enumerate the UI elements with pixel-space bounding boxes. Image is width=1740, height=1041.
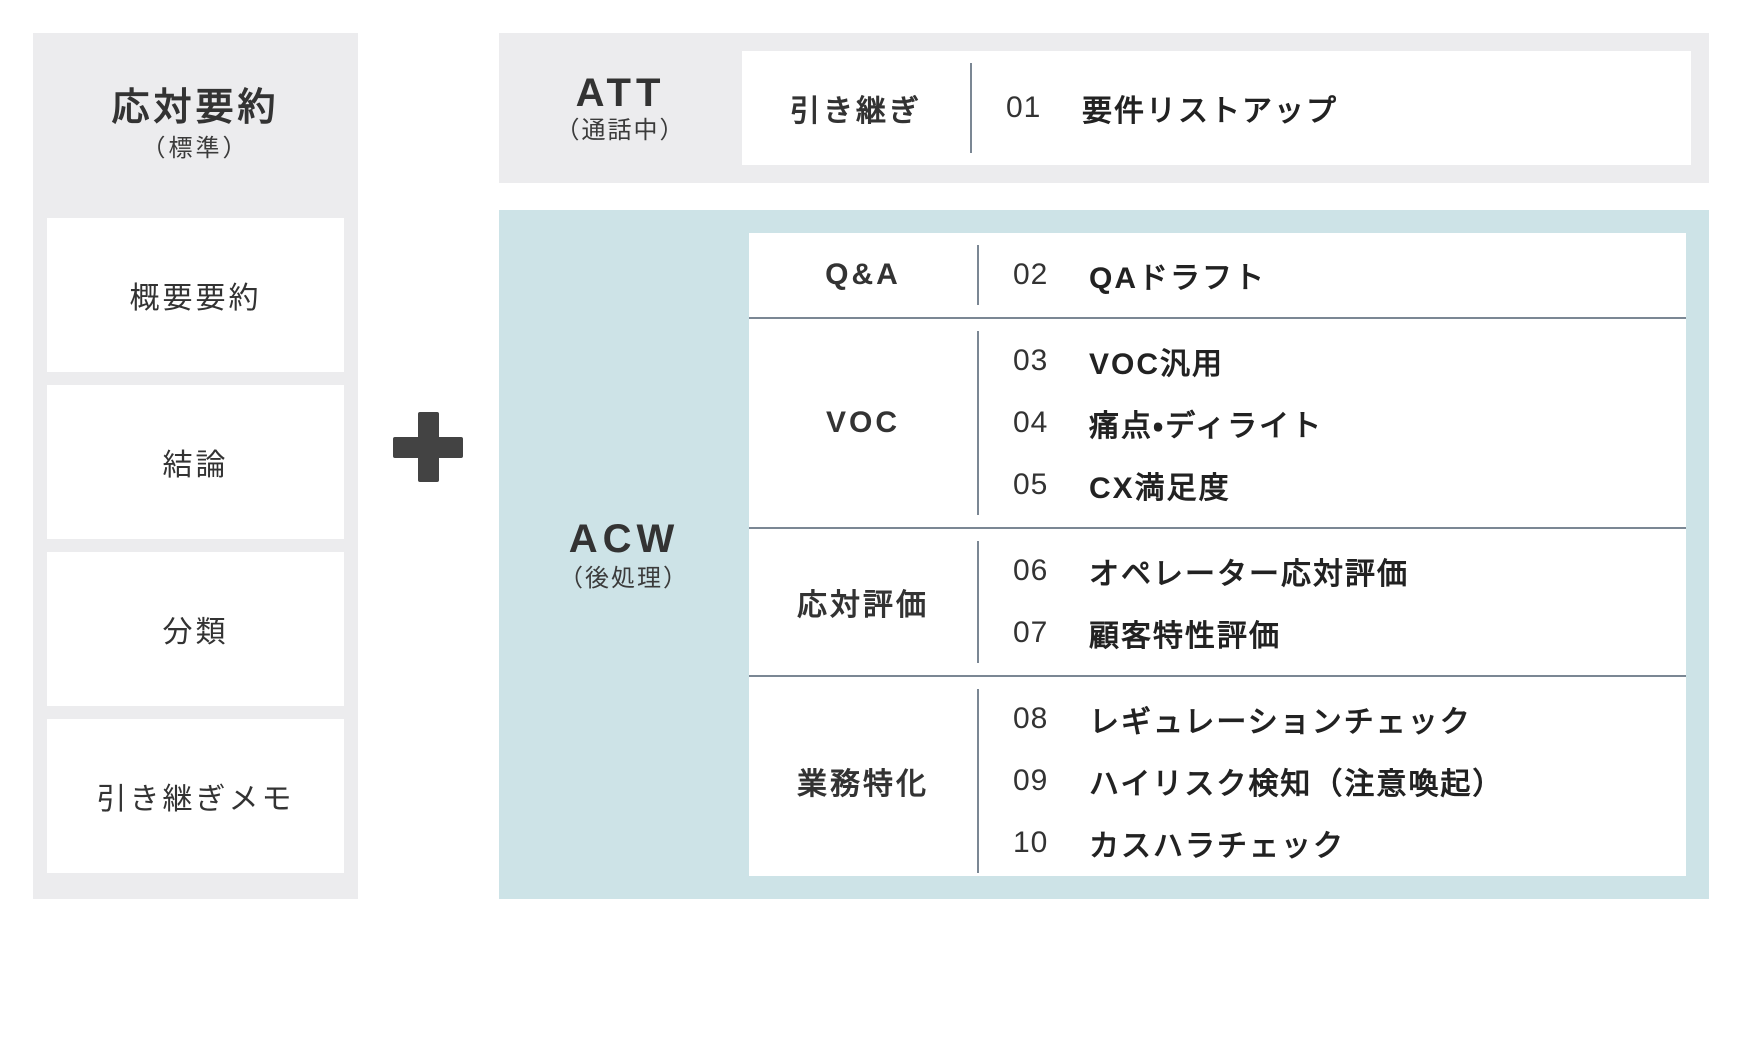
acw-group: Q&A 02 QAドラフト xyxy=(749,233,1686,317)
row-number: 02 xyxy=(1013,258,1049,291)
acw-section: ACW （後処理） Q&A 02 QAドラフト VOC xyxy=(499,210,1709,899)
acw-group: VOC 03 VOC汎用 04 痛点・ディライト 05 CX満足度 xyxy=(749,317,1686,527)
row-number: 06 xyxy=(1013,554,1049,587)
plus-icon xyxy=(393,412,463,482)
list-item[interactable]: 概要要約 xyxy=(47,218,344,372)
acw-group-category: VOC xyxy=(825,406,900,439)
acw-row-list: 02 QAドラフト xyxy=(979,233,1686,317)
row-label: 痛点・ディライト xyxy=(1089,410,1324,443)
vertical-divider xyxy=(977,541,979,663)
table-row[interactable]: 04 痛点・ディライト xyxy=(979,392,1686,454)
acw-row-list: 08 レギュレーションチェック 09 ハイリスク検知（注意喚起） 10 カスハラ… xyxy=(979,677,1686,885)
acw-section-label: ACW （後処理） xyxy=(499,210,749,899)
summary-panel: 応対要約 （標準） 概要要約 結論 分類 引き継ぎメモ xyxy=(33,33,358,899)
list-item[interactable]: 分類 xyxy=(47,552,344,706)
row-number: 04 xyxy=(1013,406,1049,439)
row-label: カスハラチェック xyxy=(1089,830,1345,863)
row-number: 08 xyxy=(1013,702,1049,735)
list-item-label: 結論 xyxy=(162,449,229,482)
row-label: CX満足度 xyxy=(1089,472,1231,505)
table-row[interactable]: 03 VOC汎用 xyxy=(979,330,1686,392)
row-label: VOC汎用 xyxy=(1089,348,1225,381)
att-section-label: ATT （通話中） xyxy=(499,72,742,143)
row-label: 顧客特性評価 xyxy=(1089,620,1281,653)
row-number: 10 xyxy=(1013,826,1049,859)
row-number: 01 xyxy=(1006,91,1042,124)
acw-group: 業務特化 08 レギュレーションチェック 09 ハイリスク検知（注意喚起） 10… xyxy=(749,675,1686,885)
row-label: QAドラフト xyxy=(1089,262,1266,295)
row-number: 03 xyxy=(1013,344,1049,377)
list-item[interactable]: 引き継ぎメモ xyxy=(47,719,344,873)
list-item-label: 概要要約 xyxy=(129,282,262,315)
acw-group-category: 業務特化 xyxy=(797,768,929,801)
att-label-sub: （通話中） xyxy=(555,117,686,145)
summary-item-list: 概要要約 結論 分類 引き継ぎメモ xyxy=(33,218,358,887)
row-number: 07 xyxy=(1013,616,1049,649)
page-title: 応対要約 xyxy=(111,87,280,130)
row-number: 09 xyxy=(1013,764,1049,797)
vertical-divider xyxy=(970,63,972,153)
vertical-divider xyxy=(977,245,979,305)
table-row[interactable]: 10 カスハラチェック xyxy=(979,812,1686,874)
att-label-main: ATT xyxy=(575,71,666,116)
acw-row-list: 03 VOC汎用 04 痛点・ディライト 05 CX満足度 xyxy=(979,319,1686,527)
acw-label-sub: （後処理） xyxy=(559,564,689,592)
list-item[interactable]: 結論 xyxy=(47,385,344,539)
summary-panel-header: 応対要約 （標準） xyxy=(33,33,358,218)
list-item-label: 分類 xyxy=(162,616,229,649)
acw-group-category: 応対評価 xyxy=(797,589,929,622)
vertical-divider xyxy=(977,689,979,873)
acw-card: Q&A 02 QAドラフト VOC 03 VOC汎用 xyxy=(749,233,1686,876)
att-section: ATT （通話中） 引き継ぎ 01 要件リストアップ xyxy=(499,33,1709,183)
table-row[interactable]: 09 ハイリスク検知（注意喚起） xyxy=(979,750,1686,812)
row-label: オペレーター応対評価 xyxy=(1089,558,1409,591)
table-row[interactable]: 07 顧客特性評価 xyxy=(979,602,1686,664)
page-subtitle: （標準） xyxy=(141,135,250,163)
att-card: 引き継ぎ 01 要件リストアップ xyxy=(742,51,1691,165)
row-label: 要件リストアップ xyxy=(1082,95,1338,128)
list-item-label: 引き継ぎメモ xyxy=(96,783,295,816)
att-row-list: 01 要件リストアップ xyxy=(972,77,1691,139)
row-number: 05 xyxy=(1013,468,1049,501)
acw-group-category: Q&A xyxy=(825,258,901,291)
row-label: ハイリスク検知（注意喚起） xyxy=(1089,768,1505,801)
att-category: 引き継ぎ xyxy=(790,95,922,128)
table-row[interactable]: 05 CX満足度 xyxy=(979,454,1686,516)
table-row[interactable]: 06 オペレーター応対評価 xyxy=(979,540,1686,602)
acw-group: 応対評価 06 オペレーター応対評価 07 顧客特性評価 xyxy=(749,527,1686,675)
acw-label-main: ACW xyxy=(568,516,680,561)
table-row[interactable]: 02 QAドラフト xyxy=(979,244,1686,306)
vertical-divider xyxy=(977,331,979,515)
row-label: レギュレーションチェック xyxy=(1089,706,1472,739)
acw-row-list: 06 オペレーター応対評価 07 顧客特性評価 xyxy=(979,529,1686,675)
table-row[interactable]: 08 レギュレーションチェック xyxy=(979,688,1686,750)
table-row[interactable]: 01 要件リストアップ xyxy=(972,77,1691,139)
